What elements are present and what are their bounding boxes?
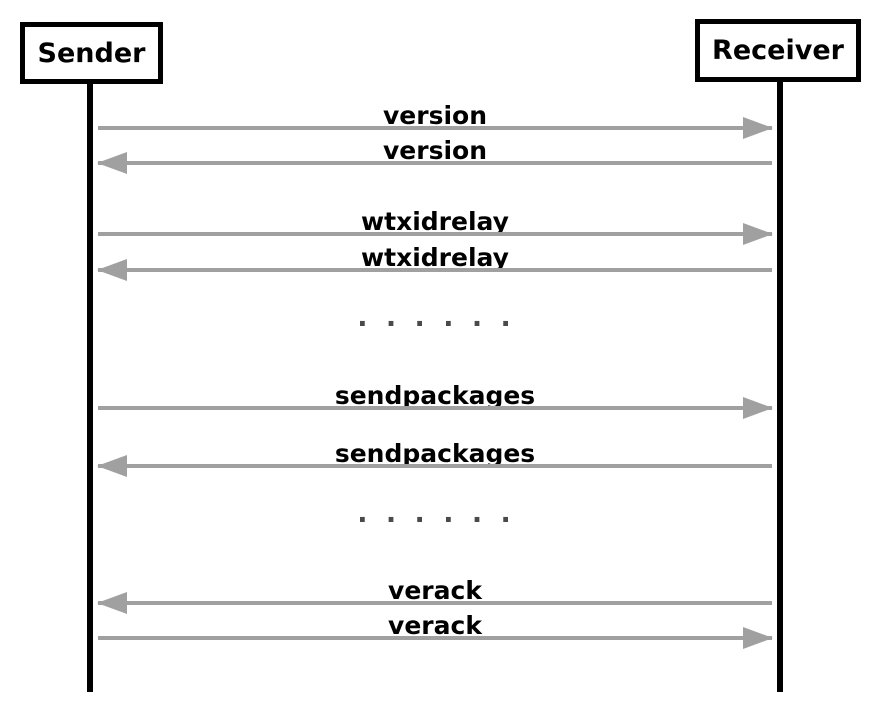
- message-row-wtxidrelay-to-receiver: wtxidrelay: [98, 204, 773, 245]
- message-row-sendpackages-to-receiver: sendpackages: [98, 378, 773, 419]
- message-label: verack: [388, 576, 482, 605]
- message-row-verack-to-receiver: verack: [98, 608, 773, 649]
- message-label: version: [382, 136, 487, 165]
- arrow-right-icon: [98, 397, 773, 419]
- arrow-left-icon: [97, 592, 772, 614]
- message-row-sendpackages-to-sender: sendpackages: [97, 436, 772, 477]
- message-row-wtxidrelay-to-sender: wtxidrelay: [97, 240, 772, 281]
- arrow-right-icon: [98, 627, 773, 649]
- message-label: wtxidrelay: [361, 243, 509, 272]
- arrow-right-icon: [98, 117, 773, 139]
- actor-box-receiver: Receiver: [695, 19, 861, 82]
- message-label: sendpackages: [334, 439, 536, 468]
- lifeline-receiver: [777, 78, 783, 692]
- ellipsis-dots: . . . . . .: [357, 302, 513, 333]
- message-row-verack-to-sender: verack: [97, 573, 772, 614]
- arrow-left-icon: [97, 455, 772, 477]
- arrow-left-icon: [97, 259, 772, 281]
- arrow-left-icon: [97, 152, 772, 174]
- ellipsis-dots: . . . . . .: [357, 498, 513, 529]
- actor-box-sender: Sender: [20, 22, 163, 84]
- actor-label-receiver: Receiver: [712, 35, 844, 66]
- arrow-right-icon: [98, 223, 773, 245]
- lifeline-sender: [87, 80, 93, 692]
- message-label: verack: [388, 611, 482, 640]
- message-label: sendpackages: [334, 381, 536, 410]
- message-row-version-to-sender: version: [97, 133, 772, 174]
- message-label: version: [382, 101, 487, 130]
- message-label: wtxidrelay: [361, 207, 509, 236]
- message-row-version-to-receiver: version: [98, 98, 773, 139]
- actor-label-sender: Sender: [37, 37, 146, 69]
